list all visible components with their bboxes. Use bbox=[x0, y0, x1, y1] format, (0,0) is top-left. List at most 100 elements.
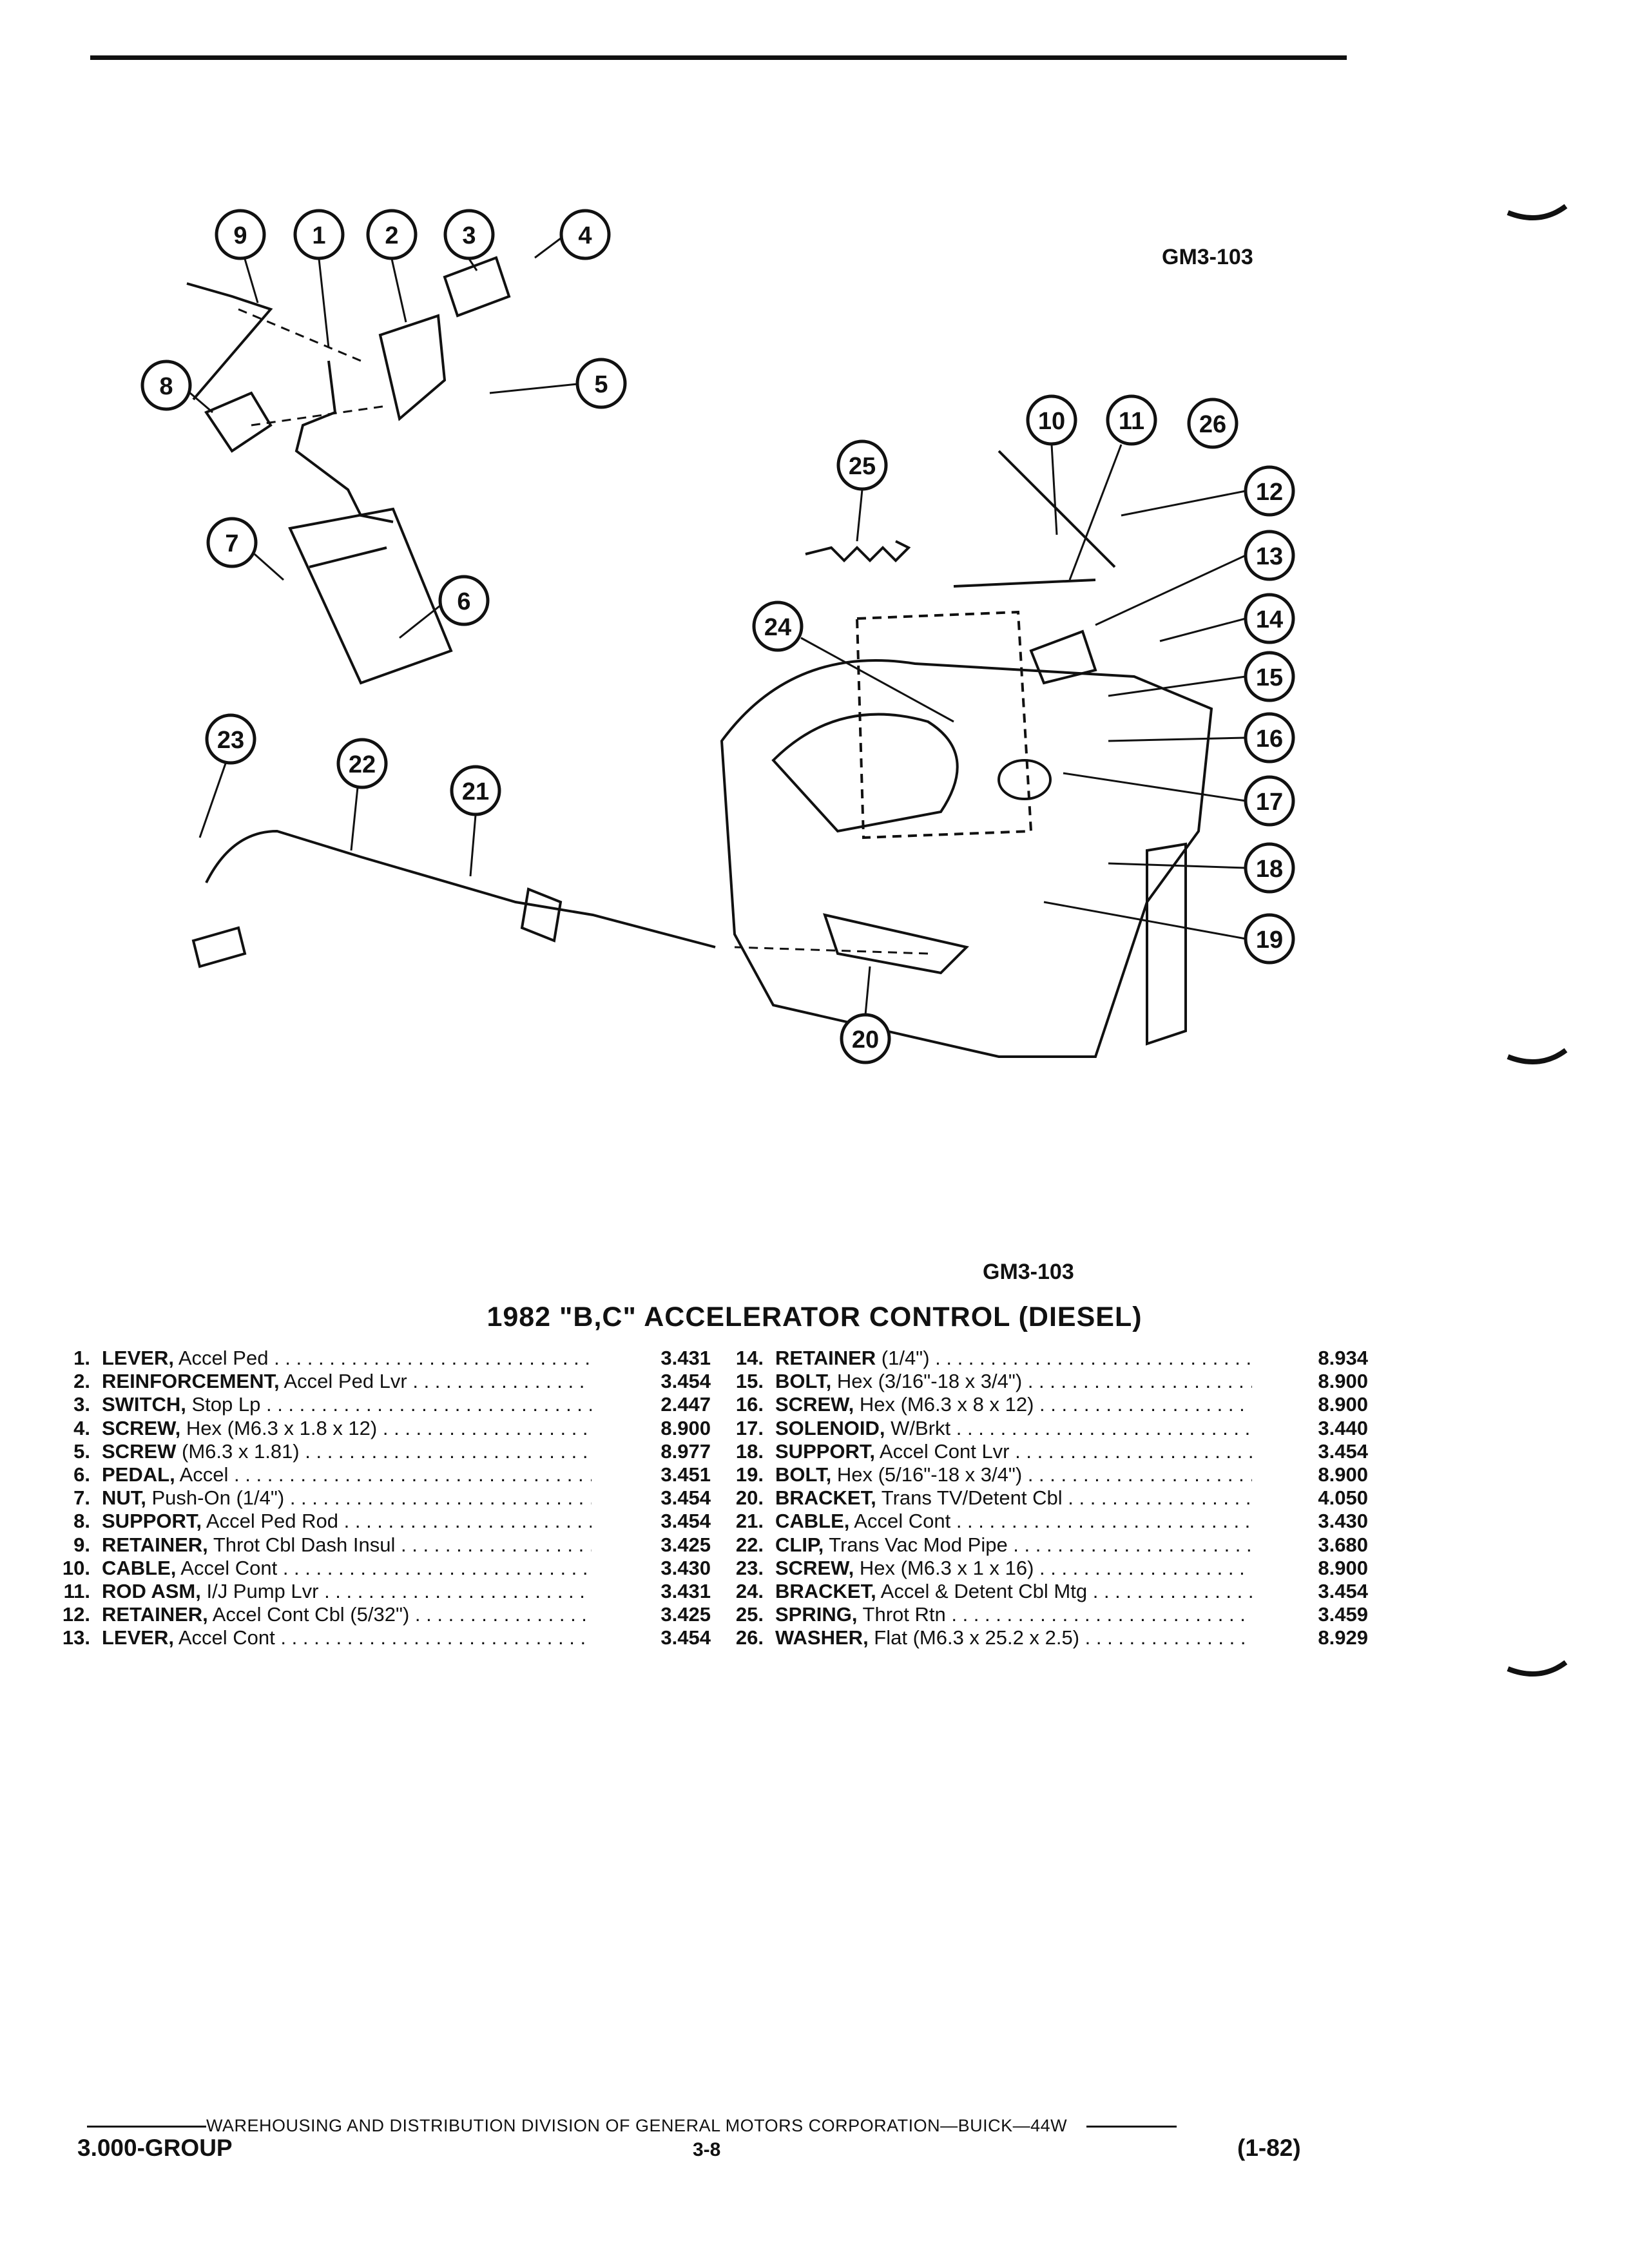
callout-26: 26 bbox=[1187, 398, 1239, 449]
part-group-code: 3.454 bbox=[660, 1370, 711, 1393]
callout-13: 13 bbox=[1244, 530, 1295, 581]
leader-dots: . . . . . . . . . . . . . . . . . . . . … bbox=[382, 1416, 592, 1439]
part-number: 18. bbox=[735, 1439, 764, 1463]
part-number: 9. bbox=[73, 1533, 90, 1556]
part-detail: Accel Cont bbox=[173, 1626, 275, 1649]
part-group-code: 3.454 bbox=[1318, 1439, 1368, 1463]
part-detail: Accel Cont bbox=[849, 1510, 951, 1533]
parts-list-left: 1.LEVER, Accel Ped . . . . . . . . . . .… bbox=[26, 1347, 711, 1650]
part-row: 1.LEVER, Accel Ped . . . . . . . . . . .… bbox=[26, 1347, 711, 1370]
part-detail: (M6.3 x 1.81) bbox=[176, 1439, 300, 1463]
part-number: 17. bbox=[735, 1416, 764, 1439]
part-description: RETAINER (1/4") . . . . . . . . . . . . … bbox=[775, 1347, 1252, 1370]
leader-dots: . . . . . . . . . . . . . . . . . . . . … bbox=[289, 1486, 592, 1510]
part-group-code: 8.900 bbox=[1318, 1370, 1368, 1393]
callout-14: 14 bbox=[1244, 593, 1295, 644]
part-detail: Accel bbox=[175, 1463, 229, 1486]
callout-20: 20 bbox=[840, 1013, 891, 1064]
callout-9: 9 bbox=[215, 209, 266, 260]
svg-text:22: 22 bbox=[349, 751, 376, 778]
part-name: BOLT, bbox=[775, 1370, 832, 1393]
part-detail: Throt Cbl Dash Insul bbox=[207, 1533, 396, 1556]
svg-text:21: 21 bbox=[462, 778, 489, 805]
part-description: NUT, Push-On (1/4") . . . . . . . . . . … bbox=[102, 1486, 592, 1510]
part-group-code: 3.425 bbox=[660, 1533, 711, 1556]
part-detail: Trans TV/Detent Cbl bbox=[876, 1486, 1063, 1510]
callout-21: 21 bbox=[450, 765, 501, 816]
leader-dots: . . . . . . . . . . . . . . . . . . . . … bbox=[1015, 1439, 1252, 1463]
part-group-code: 8.934 bbox=[1318, 1347, 1368, 1369]
svg-text:19: 19 bbox=[1256, 927, 1283, 954]
part-description: RETAINER, Throt Cbl Dash Insul . . . . .… bbox=[102, 1533, 592, 1557]
cable-mount bbox=[191, 926, 247, 968]
part-detail: Accel Ped Lvr bbox=[279, 1370, 407, 1393]
part-detail: Accel & Detent Cbl Mtg bbox=[876, 1580, 1088, 1603]
part-row: 14. RETAINER (1/4") . . . . . . . . . . .… bbox=[699, 1347, 1368, 1370]
part-name: RETAINER, bbox=[102, 1603, 208, 1626]
part-number: 26. bbox=[735, 1626, 764, 1649]
svg-text:11: 11 bbox=[1119, 408, 1144, 435]
svg-text:23: 23 bbox=[217, 727, 244, 754]
part-name: NUT, bbox=[102, 1486, 146, 1510]
part-row: 15.BOLT, Hex (3/16"-18 x 3/4") . . . . .… bbox=[699, 1370, 1368, 1393]
part-detail: Accel Cont bbox=[176, 1556, 278, 1579]
leader-dots: . . . . . . . . . . . . . . . . . . . . … bbox=[401, 1533, 592, 1556]
callout-23: 23 bbox=[205, 713, 256, 765]
part-name: RETAINER bbox=[775, 1347, 876, 1369]
exploded-diagram: 9 1 2 3 4 8 5 7 6 10 11 26 25 12 13 14 2… bbox=[140, 209, 1295, 1064]
part-number: 20. bbox=[735, 1486, 764, 1510]
part-row: 9. RETAINER, Throt Cbl Dash Insul . . . .… bbox=[26, 1533, 711, 1557]
callout-17: 17 bbox=[1244, 775, 1295, 827]
part-description: CABLE, Accel Cont . . . . . . . . . . . … bbox=[775, 1510, 1252, 1533]
part-group-code: 2.447 bbox=[660, 1393, 711, 1416]
page-title: 1982 "B,C" ACCELERATOR CONTROL (DIESEL) bbox=[487, 1302, 1142, 1332]
svg-text:7: 7 bbox=[225, 530, 238, 557]
svg-text:4: 4 bbox=[578, 222, 592, 249]
part-row: 26.WASHER, Flat (M6.3 x 25.2 x 2.5) . . … bbox=[699, 1626, 1368, 1649]
part-detail: I/J Pump Lvr bbox=[200, 1580, 319, 1603]
leader-dots: . . . . . . . . . . . . . . . . . . . . … bbox=[1039, 1556, 1252, 1579]
parts-list-right: 14. RETAINER (1/4") . . . . . . . . . . .… bbox=[699, 1347, 1368, 1650]
part-detail: Hex (M6.3 x 1 x 16) bbox=[854, 1556, 1034, 1579]
callout-8: 8 bbox=[140, 360, 192, 411]
callout-2: 2 bbox=[366, 209, 418, 260]
part-description: LEVER, Accel Ped . . . . . . . . . . . .… bbox=[102, 1347, 592, 1370]
part-group-code: 3.680 bbox=[1318, 1533, 1368, 1556]
part-row: 13.LEVER, Accel Cont . . . . . . . . . .… bbox=[26, 1626, 711, 1649]
leader-dots: . . . . . . . . . . . . . . . . . . . . … bbox=[1027, 1370, 1252, 1393]
callout-5: 5 bbox=[575, 358, 627, 409]
trans-bracket bbox=[822, 913, 969, 975]
leader-dots: . . . . . . . . . . . . . . . . . . . . … bbox=[412, 1370, 592, 1393]
part-row: 18.SUPPORT, Accel Cont Lvr . . . . . . .… bbox=[699, 1440, 1368, 1463]
callout-1: 1 bbox=[293, 209, 345, 260]
callout-16: 16 bbox=[1244, 712, 1295, 764]
part-number: 10. bbox=[62, 1556, 90, 1579]
part-detail: W/Brkt bbox=[885, 1416, 951, 1439]
part-number: 12. bbox=[62, 1603, 90, 1626]
part-group-code: 3.425 bbox=[660, 1603, 711, 1626]
part-description: SCREW (M6.3 x 1.81) . . . . . . . . . . … bbox=[102, 1440, 592, 1463]
part-name: RETAINER, bbox=[102, 1533, 208, 1556]
part-row: 23.SCREW, Hex (M6.3 x 1 x 16) . . . . . … bbox=[699, 1557, 1368, 1580]
part-name: LEVER, bbox=[102, 1626, 174, 1649]
callout-3: 3 bbox=[443, 209, 495, 260]
part-number: 3. bbox=[73, 1393, 90, 1416]
leader-dots: . . . . . . . . . . . . . . . . . . . . … bbox=[274, 1347, 592, 1369]
callout-18: 18 bbox=[1244, 842, 1295, 894]
part-group-code: 8.977 bbox=[660, 1439, 711, 1463]
part-name: LEVER, bbox=[102, 1347, 174, 1369]
solenoid bbox=[998, 759, 1052, 800]
leader-dots: . . . . . . . . . . . . . . . . . . . . … bbox=[1092, 1580, 1252, 1603]
part-description: BRACKET, Accel & Detent Cbl Mtg . . . . … bbox=[775, 1580, 1252, 1603]
part-row: 19.BOLT, Hex (5/16"-18 x 3/4") . . . . .… bbox=[699, 1463, 1368, 1486]
part-row: 2.REINFORCEMENT, Accel Ped Lvr . . . . .… bbox=[26, 1370, 711, 1393]
stop-switch bbox=[443, 256, 511, 318]
part-description: PEDAL, Accel . . . . . . . . . . . . . .… bbox=[102, 1463, 592, 1486]
svg-text:2: 2 bbox=[385, 222, 398, 249]
part-description: SWITCH, Stop Lp . . . . . . . . . . . . … bbox=[102, 1393, 592, 1416]
part-row: 16.SCREW, Hex (M6.3 x 8 x 12) . . . . . … bbox=[699, 1393, 1368, 1416]
part-description: ROD ASM, I/J Pump Lvr . . . . . . . . . … bbox=[102, 1580, 592, 1603]
leader-dots: . . . . . . . . . . . . . . . . . . . . … bbox=[1027, 1463, 1252, 1486]
part-name: CABLE, bbox=[775, 1510, 850, 1533]
part-number: 14. bbox=[735, 1347, 764, 1369]
